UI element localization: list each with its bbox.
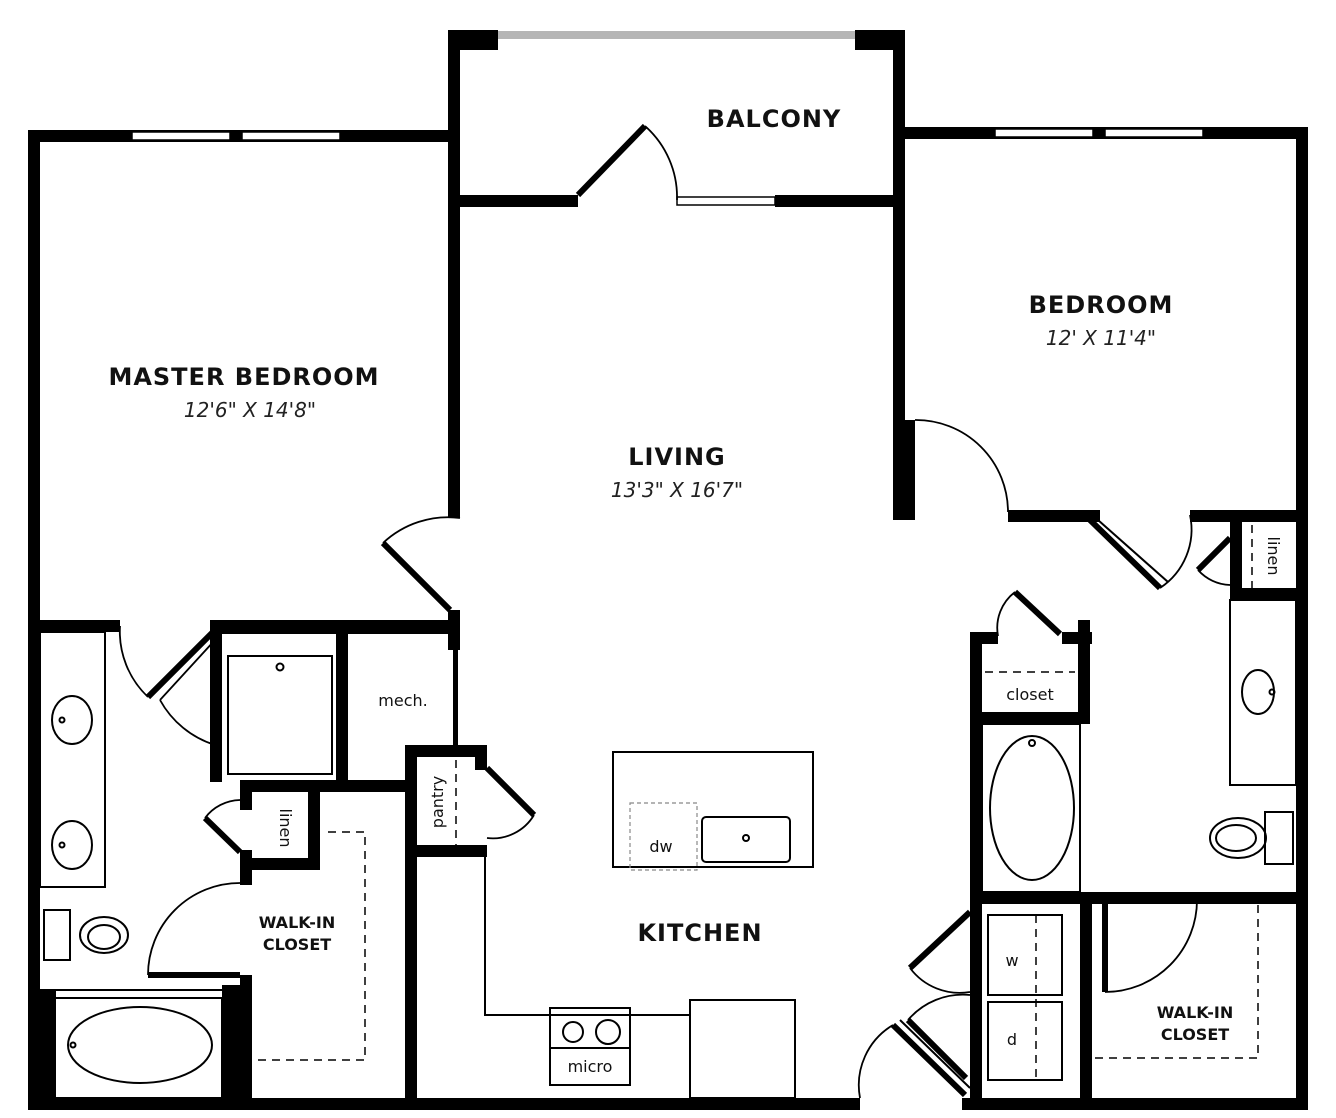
kitchen-walls (405, 745, 814, 1099)
living-label: LIVING (628, 443, 726, 471)
washer-label: w (1005, 951, 1018, 970)
master-bedroom-label: MASTER BEDROOM (108, 363, 379, 391)
bedroom-walk-in-closet-label: WALK-IN (1157, 1003, 1234, 1022)
closet-label: closet (1006, 685, 1053, 704)
master-bedroom-dimensions: 12'6" X 14'8" (184, 398, 316, 422)
mech-label: mech. (378, 691, 427, 710)
bedroom-label: BEDROOM (1029, 291, 1174, 319)
dishwasher-label: dw (649, 837, 672, 856)
living-dimensions: 13'3" X 16'7" (611, 478, 743, 502)
master-walk-in-closet-label: WALK-IN (259, 913, 336, 932)
master-bedroom-walls (28, 130, 461, 1110)
bedroom-dimensions: 12' X 11'4" (1046, 326, 1156, 350)
balcony-walls (448, 30, 905, 207)
pantry-label: pantry (428, 776, 447, 828)
bedroom-walk-in-closet-label-2: CLOSET (1161, 1025, 1229, 1044)
master-linen-label: linen (276, 808, 295, 847)
bedroom-linen-label: linen (1264, 536, 1283, 575)
balcony-label: BALCONY (707, 105, 842, 133)
microwave-label: micro (568, 1057, 613, 1076)
master-walk-in-closet-label-2: CLOSET (263, 935, 331, 954)
bedroom-walls (28, 127, 1308, 1110)
kitchen-label: KITCHEN (637, 919, 762, 947)
dryer-label: d (1007, 1030, 1017, 1049)
